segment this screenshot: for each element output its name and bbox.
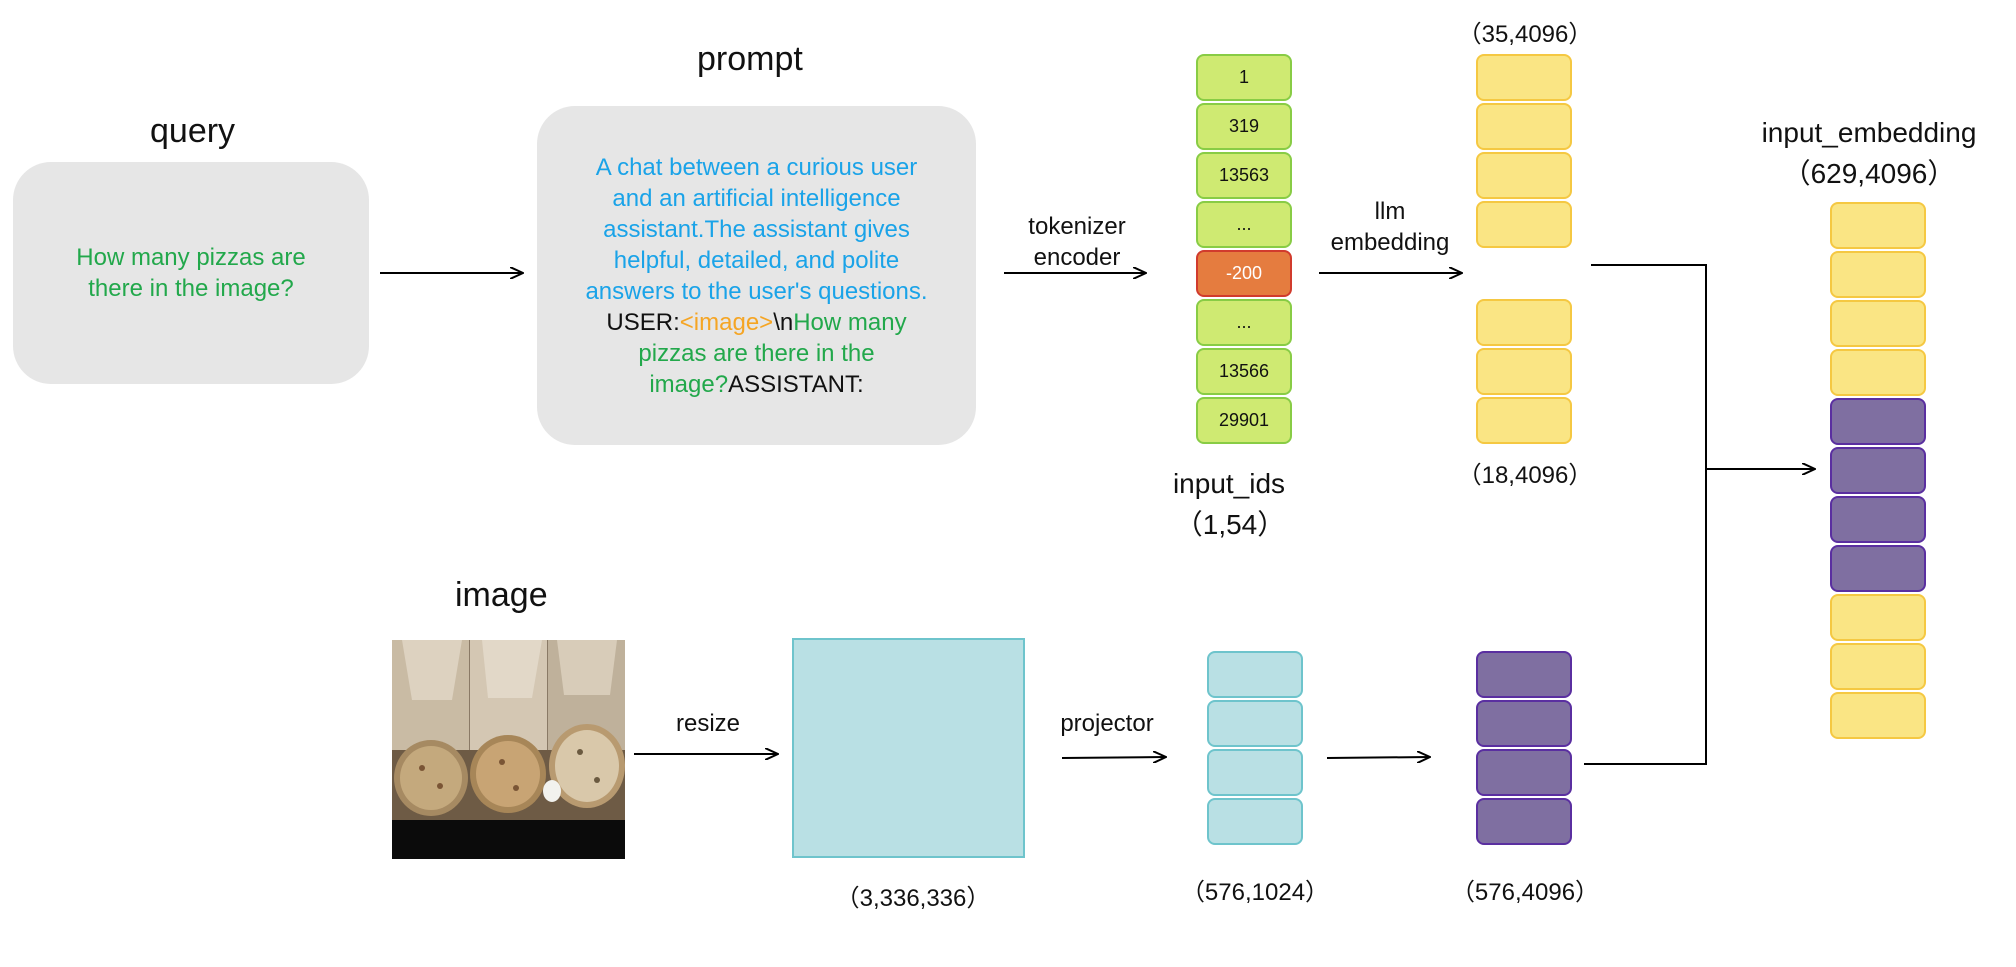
input-id-cell: ... bbox=[1196, 299, 1292, 346]
arrow-resize-to-projector bbox=[1061, 757, 1166, 758]
input-ids-shape: （1,54） bbox=[1174, 509, 1286, 540]
output-image-cell bbox=[1830, 545, 1926, 592]
line-text-embedding-merge bbox=[1591, 264, 1707, 469]
text-embedding-bottom-shape: （18,4096） bbox=[1457, 462, 1593, 489]
input-id-cell: ... bbox=[1196, 201, 1292, 248]
prompt-image-token: <image> bbox=[679, 308, 774, 336]
image-embedding-cell bbox=[1476, 651, 1572, 698]
llm-embedding-label-line: embedding bbox=[1330, 229, 1450, 256]
text-embedding-cell bbox=[1476, 152, 1572, 199]
image-embedding-cell bbox=[1476, 700, 1572, 747]
prompt-question-part: image? bbox=[649, 370, 729, 398]
input-id-image-placeholder: -200 bbox=[1196, 250, 1292, 297]
prompt-system-line: helpful, detailed, and polite bbox=[613, 246, 900, 274]
prompt-text: A chat between a curious user and an art… bbox=[585, 152, 927, 400]
pizza-photo bbox=[392, 640, 625, 859]
output-text-cell bbox=[1830, 594, 1926, 641]
input-id-cell: 319 bbox=[1196, 103, 1292, 150]
prompt-final-line: image?ASSISTANT: bbox=[585, 369, 927, 400]
llm-embedding-label: llm embedding bbox=[1320, 196, 1460, 258]
line-image-embedding-merge bbox=[1584, 469, 1707, 765]
text-embedding-cell bbox=[1476, 299, 1572, 346]
input-id-cell: 13563 bbox=[1196, 152, 1292, 199]
text-embedding-cell bbox=[1476, 201, 1572, 248]
input-id-cell: 1 bbox=[1196, 54, 1292, 101]
prompt-system-line: A chat between a curious user bbox=[595, 153, 918, 181]
vision-feature-cell bbox=[1207, 798, 1303, 845]
prompt-box: A chat between a curious user and an art… bbox=[537, 106, 976, 445]
tokenizer-label-line: tokenizer bbox=[1028, 213, 1126, 240]
llm-embedding-label-line: llm bbox=[1374, 198, 1406, 225]
vision-feature-cell bbox=[1207, 749, 1303, 796]
output-image-cell bbox=[1830, 398, 1926, 445]
vision-feature-cell bbox=[1207, 651, 1303, 698]
resized-image-tensor bbox=[792, 638, 1025, 858]
text-embedding-cell bbox=[1476, 348, 1572, 395]
prompt-system-line: and an artificial intelligence bbox=[612, 184, 901, 212]
prompt-newline: \n bbox=[773, 308, 794, 336]
image-embedding-cell bbox=[1476, 798, 1572, 845]
output-image-cell bbox=[1830, 496, 1926, 543]
prompt-user-prefix: USER: bbox=[606, 308, 680, 336]
prompt-user-line: USER:<image>\nHow many bbox=[585, 307, 927, 338]
prompt-question-part: pizzas are there in the bbox=[638, 339, 875, 367]
prompt-assistant-suffix: ASSISTANT: bbox=[728, 370, 864, 398]
output-text-cell bbox=[1830, 300, 1926, 347]
tokenizer-label: tokenizer encoder bbox=[1018, 211, 1136, 273]
output-text-cell bbox=[1830, 202, 1926, 249]
image-embedding-shape: （576,4096） bbox=[1450, 879, 1600, 906]
output-text-cell bbox=[1830, 349, 1926, 396]
output-text-cell bbox=[1830, 643, 1926, 690]
prompt-system-line: assistant.The assistant gives bbox=[603, 215, 910, 243]
vision-feature-cell bbox=[1207, 700, 1303, 747]
text-embedding-cell bbox=[1476, 54, 1572, 101]
output-shape: （629,4096） bbox=[1782, 158, 1956, 189]
resize-label: resize bbox=[675, 710, 741, 737]
query-text: How many pizzas are there in the image? bbox=[76, 244, 306, 302]
input-id-cell: 13566 bbox=[1196, 348, 1292, 395]
output-text-cell bbox=[1830, 251, 1926, 298]
output-image-cell bbox=[1830, 447, 1926, 494]
prompt-system-line: answers to the user's questions. bbox=[585, 277, 928, 305]
arrow-vision-to-projected bbox=[1326, 757, 1430, 758]
projector-label: projector bbox=[1060, 710, 1154, 737]
image-embedding-cell bbox=[1476, 749, 1572, 796]
input-ids-caption: input_ids bbox=[1172, 468, 1286, 499]
resized-image-shape: （3,336,336） bbox=[835, 885, 991, 912]
vision-feature-shape: （576,1024） bbox=[1180, 879, 1330, 906]
input-id-cell: 29901 bbox=[1196, 397, 1292, 444]
prompt-title: prompt bbox=[697, 40, 803, 78]
query-title: query bbox=[150, 112, 236, 150]
output-text-cell bbox=[1830, 692, 1926, 739]
query-box: How many pizzas are there in the image? bbox=[13, 162, 369, 384]
tokenizer-label-line: encoder bbox=[1033, 244, 1121, 271]
text-embedding-cell bbox=[1476, 397, 1572, 444]
text-embedding-cell bbox=[1476, 103, 1572, 150]
image-title: image bbox=[455, 576, 548, 614]
text-embedding-top-shape: （35,4096） bbox=[1457, 21, 1593, 48]
output-title: input_embedding bbox=[1761, 117, 1977, 148]
prompt-question-part: How many bbox=[793, 308, 907, 336]
